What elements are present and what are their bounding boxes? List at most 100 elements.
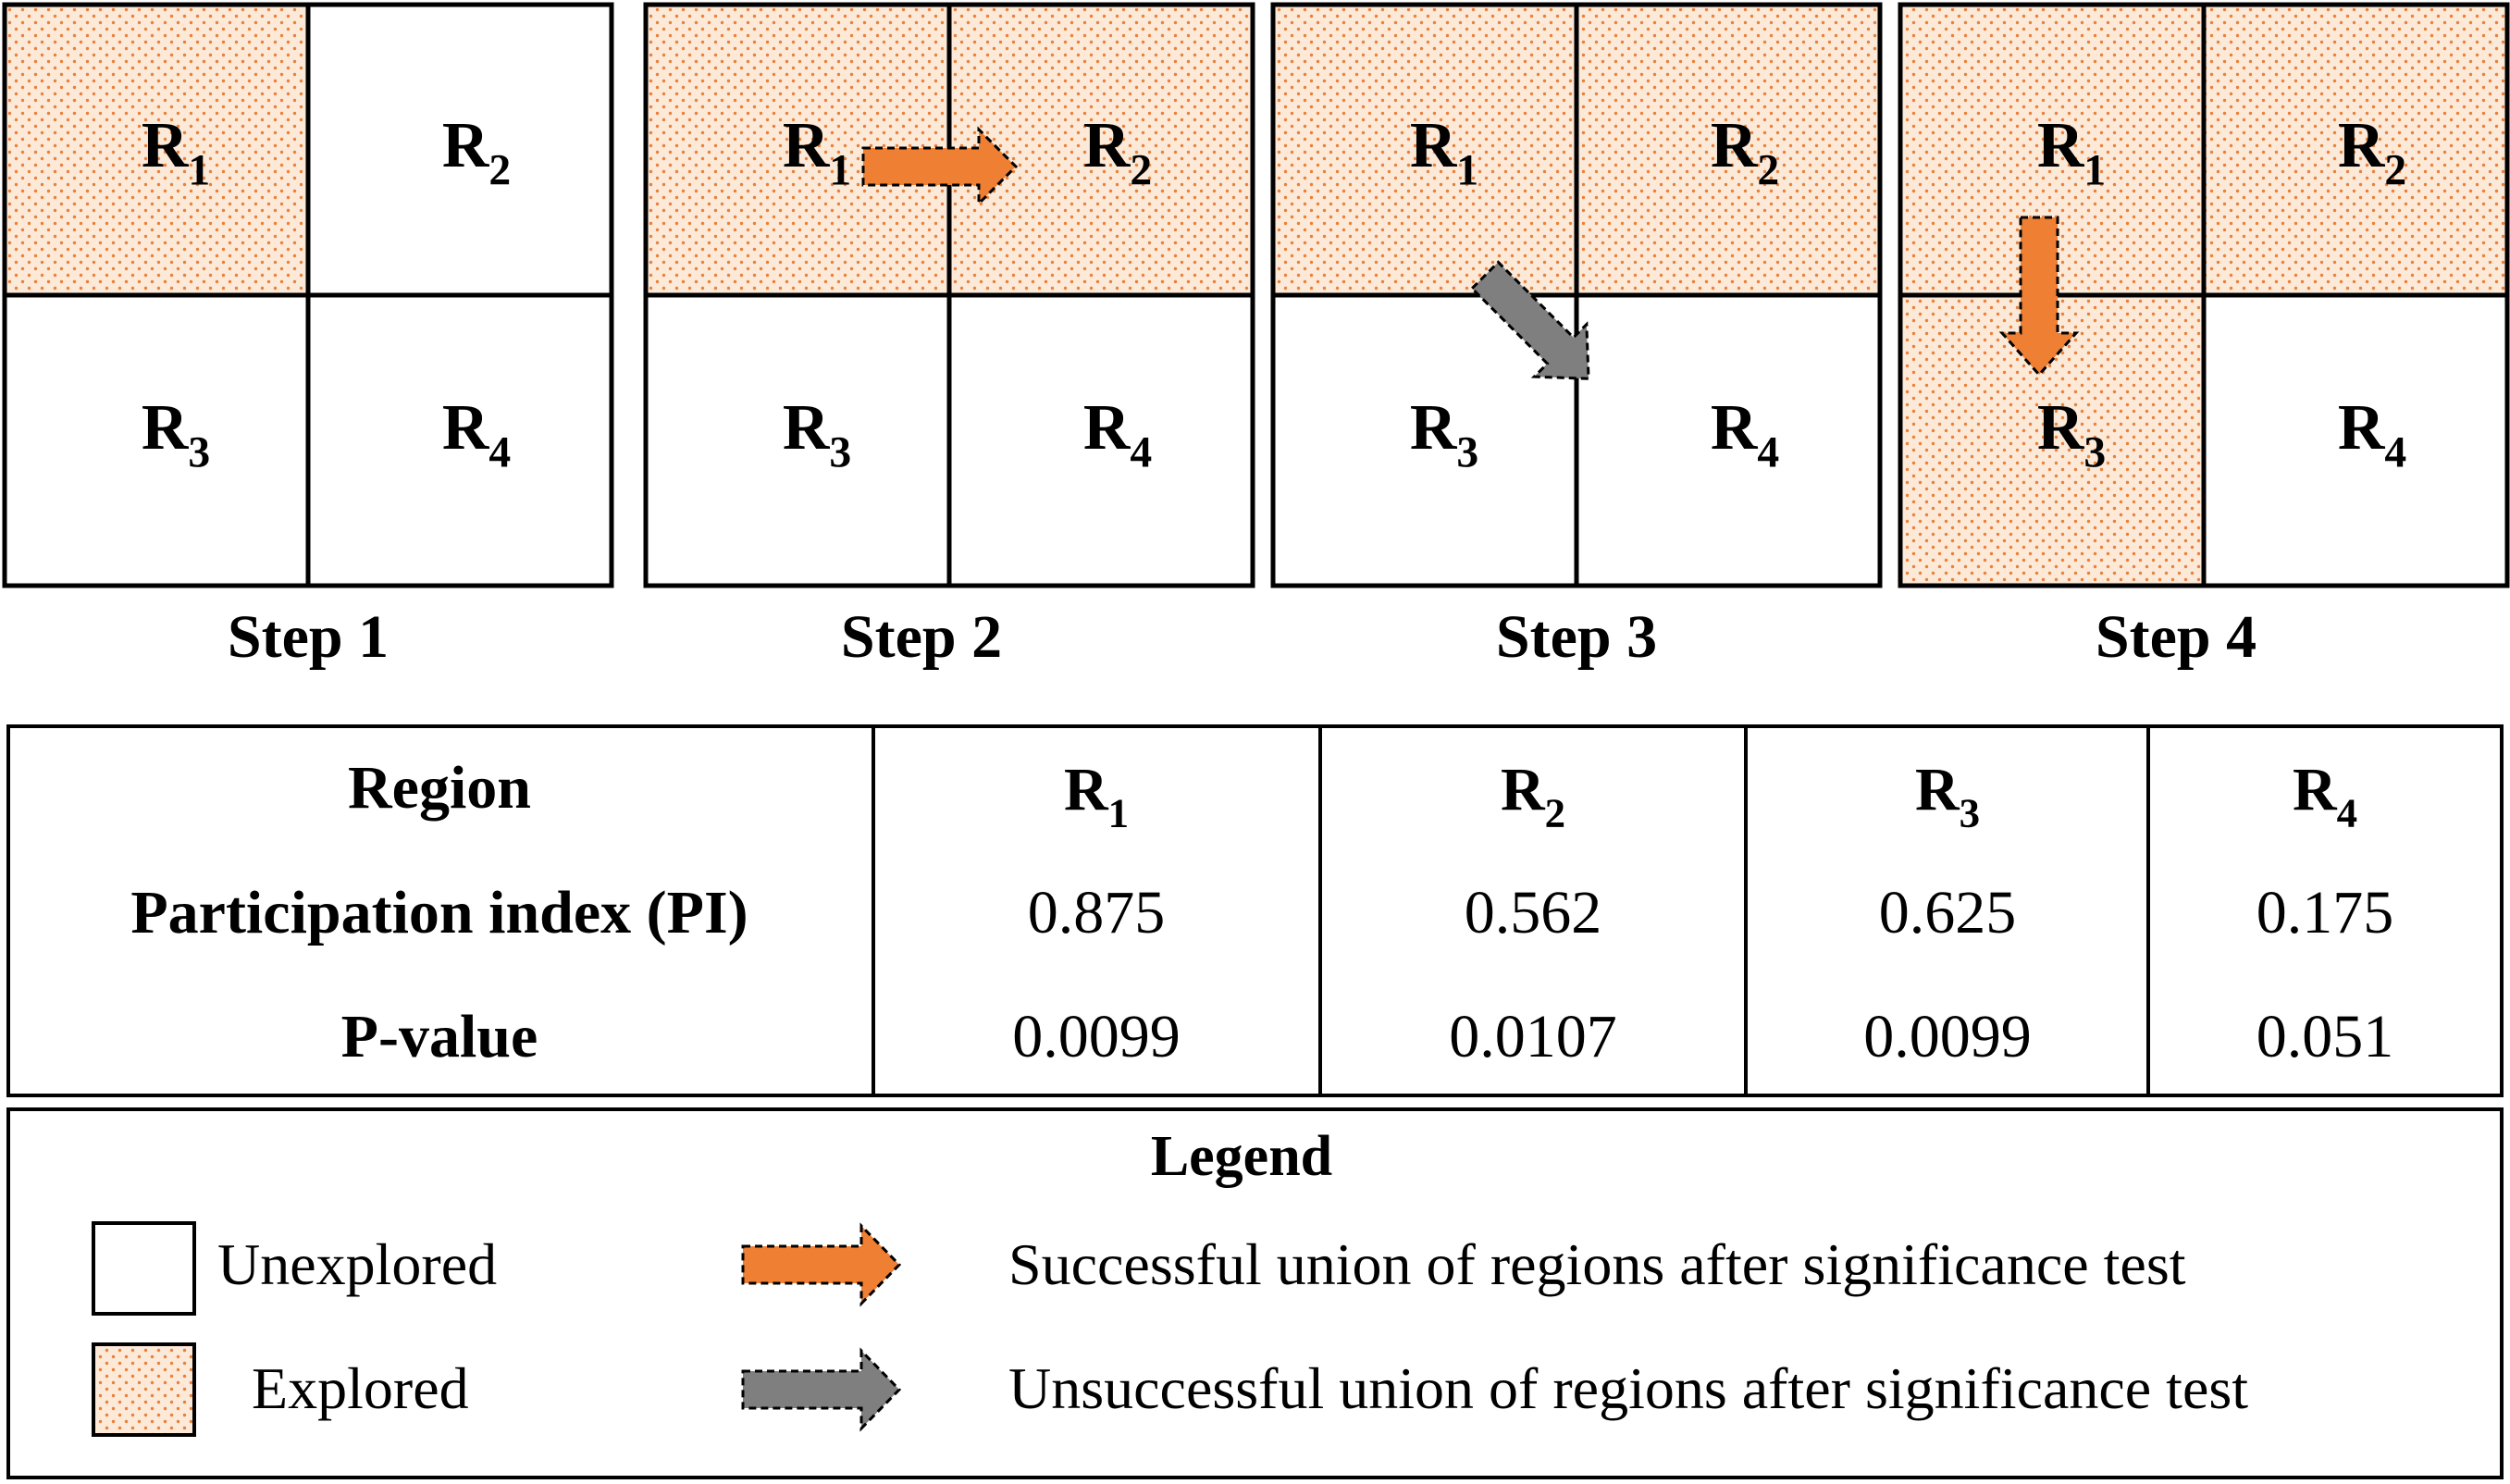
- legend-fail-label: Unsuccessful union of regions after sign…: [1008, 1355, 2248, 1421]
- region-cell-3-unexplored: [646, 295, 949, 586]
- region-label-r2-letter: R: [1711, 110, 1759, 181]
- region-label-r3-subscript: 3: [188, 429, 210, 477]
- region-label-r2: R2: [442, 110, 511, 195]
- fail-union-arrow-icon: [1470, 260, 1590, 380]
- region-cell-3-unexplored: [5, 295, 308, 586]
- row-header-region: Region: [348, 754, 531, 822]
- region-label-r4-subscript: 4: [1130, 429, 1152, 477]
- region-label-r2: R2: [1083, 110, 1152, 195]
- region-label-r4-letter: R: [2338, 392, 2386, 464]
- table-col-header-r4-letter: R: [2293, 756, 2338, 823]
- region-label-r4: R4: [1083, 392, 1152, 477]
- success-union-arrow-icon: [1998, 216, 2080, 377]
- region-label-r1: R1: [2037, 110, 2106, 195]
- table-col-header-r2-subscript: 2: [1545, 789, 1565, 835]
- region-label-r1-letter: R: [142, 110, 190, 181]
- table-col-header-r1-letter: R: [1064, 756, 1109, 823]
- region-label-r1-letter: R: [1410, 110, 1458, 181]
- region-cell-1-explored: [1273, 5, 1576, 295]
- table-col-header-r4: R4: [2293, 756, 2357, 835]
- region-label-r4: R4: [1711, 392, 1779, 477]
- table-col-header-r1: R1: [1064, 756, 1129, 835]
- region-cell-4-unexplored: [949, 295, 1253, 586]
- table-border: [6, 724, 2504, 1097]
- legend-explored-label: Explored: [252, 1355, 469, 1421]
- legend-title: Legend: [1151, 1125, 1332, 1188]
- region-label-r2-subscript: 2: [1130, 147, 1152, 195]
- region-label-r4-subscript: 4: [1757, 429, 1779, 477]
- table-col-header-r2: R2: [1501, 756, 1565, 835]
- table-col-header-r4-subscript: 4: [2337, 789, 2357, 835]
- region-cell-2-explored: [1576, 5, 1880, 295]
- legend-success-label: Successful union of regions after signif…: [1008, 1231, 2186, 1297]
- region-label-r3-letter: R: [2037, 392, 2085, 464]
- region-label-r2-subscript: 2: [488, 147, 511, 195]
- region-label-r2: R2: [2338, 110, 2406, 195]
- success-union-arrow-icon: [861, 126, 1019, 207]
- fail-arrow-icon: [741, 1347, 902, 1432]
- region-label-r1-subscript: 1: [188, 147, 210, 195]
- region-label-r2-letter: R: [2338, 110, 2386, 181]
- table-col-header-r2-letter: R: [1501, 756, 1546, 823]
- table-values: R10.8750.0099R20.5620.0107R30.6250.0099R…: [1012, 756, 2393, 1070]
- region-label-r2-letter: R: [1083, 110, 1131, 181]
- region-label-r2-subscript: 2: [1757, 147, 1779, 195]
- region-label-r4-letter: R: [442, 392, 490, 464]
- table-col-header-r3-letter: R: [1915, 756, 1960, 823]
- table-cell-pi: 0.625: [1879, 879, 2017, 946]
- region-label-r3-subscript: 3: [829, 429, 851, 477]
- region-label-r1: R1: [783, 110, 851, 195]
- region-label-r1-subscript: 1: [1456, 147, 1478, 195]
- step-caption: Step 4: [2096, 603, 2257, 671]
- region-label-r1: R1: [1410, 110, 1478, 195]
- region-label-r4-letter: R: [1711, 392, 1759, 464]
- row-header-pvalue: P-value: [341, 1003, 538, 1070]
- region-cell-4-unexplored: [308, 295, 612, 586]
- legend: Legend Unexplored Explored Successful un…: [6, 1107, 2504, 1479]
- table-cell-pvalue: 0.051: [2257, 1003, 2394, 1070]
- region-label-r3-subscript: 3: [1456, 429, 1478, 477]
- region-cell-4-unexplored: [1576, 295, 1880, 586]
- table-cell-pvalue: 0.0099: [1012, 1003, 1181, 1070]
- region-label-r4-subscript: 4: [2384, 429, 2406, 477]
- region-label-r2-letter: R: [442, 110, 490, 181]
- region-label-r3: R3: [1410, 392, 1478, 477]
- table-cell-pi: 0.562: [1465, 879, 1602, 946]
- region-label-r3-letter: R: [1410, 392, 1458, 464]
- table-col-header-r3-subscript: 3: [1960, 789, 1980, 835]
- region-label-r1-subscript: 1: [829, 147, 851, 195]
- step-caption: Step 1: [228, 603, 389, 671]
- region-label-r2-subscript: 2: [2384, 147, 2406, 195]
- step-caption: Step 3: [1496, 603, 1657, 671]
- region-label-r1: R1: [142, 110, 210, 195]
- region-label-r1-letter: R: [783, 110, 831, 181]
- row-header-pi: Participation index (PI): [130, 879, 748, 946]
- success-arrow-icon: [741, 1222, 902, 1307]
- region-label-r4-subscript: 4: [488, 429, 511, 477]
- table-cell-pvalue: 0.0099: [1863, 1003, 2032, 1070]
- region-label-r3: R3: [783, 392, 851, 477]
- region-cell-1-explored: [5, 5, 308, 295]
- region-label-r4: R4: [2338, 392, 2406, 477]
- region-label-r3-subscript: 3: [2083, 429, 2106, 477]
- region-label-r3: R3: [142, 392, 210, 477]
- region-label-r2: R2: [1711, 110, 1779, 195]
- region-label-r1-subscript: 1: [2083, 147, 2106, 195]
- table-col-header-r3: R3: [1915, 756, 1980, 835]
- legend-unexplored-label: Unexplored: [217, 1231, 497, 1297]
- region-cell-4-unexplored: [2204, 295, 2507, 586]
- unexplored-swatch: [92, 1221, 196, 1316]
- region-label-r4: R4: [442, 392, 511, 477]
- explored-swatch: [92, 1342, 196, 1437]
- table-cell-pi: 0.175: [2257, 879, 2394, 946]
- region-cell-2-explored: [2204, 5, 2507, 295]
- table-cell-pi: 0.875: [1028, 879, 1166, 946]
- step-caption: Step 2: [841, 603, 1002, 671]
- region-label-r3: R3: [2037, 392, 2106, 477]
